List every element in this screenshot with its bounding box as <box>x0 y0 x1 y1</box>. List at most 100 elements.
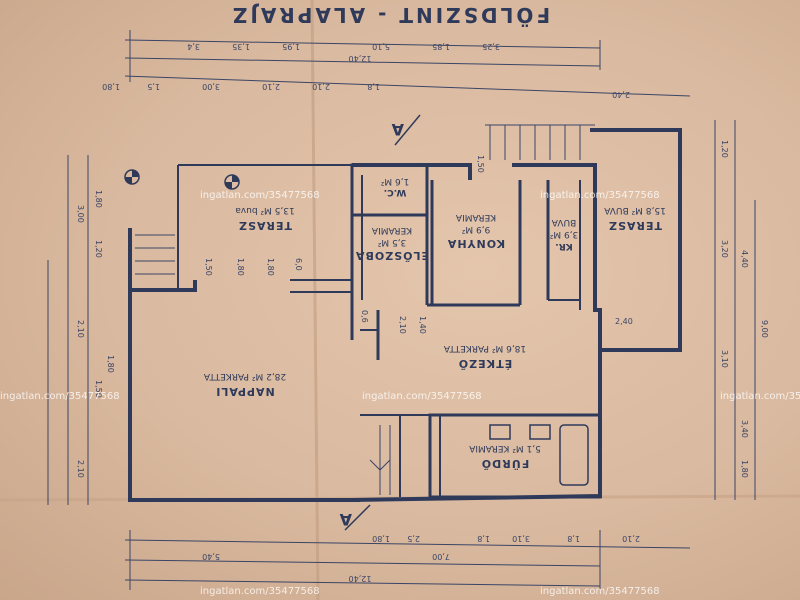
dim-left-3: 2,10 <box>76 320 85 338</box>
dim-inner-0: 1,50 <box>204 258 213 276</box>
room-furdo: FÜRDŐ 5,1 M² KERAMIA <box>468 443 540 471</box>
dim-top-4: 1,85 <box>432 42 450 51</box>
watermark: ingatlan.com/35477568 <box>540 190 660 201</box>
room-area: 3,9 M² <box>549 229 578 239</box>
dim-left-4: 1,50 <box>94 380 103 398</box>
section-label-top: A <box>391 120 404 139</box>
dim-inner-9: 1,80 <box>106 355 115 373</box>
room-area: 9,9 M² <box>461 224 490 234</box>
dim-top-2: 1,95 <box>282 42 300 51</box>
room-area: 15,8 M² BUVA <box>603 205 665 215</box>
dim-bottom-0: 5,40 <box>202 552 220 561</box>
dim-bottom-inner-3: 3,10 <box>512 534 530 543</box>
dim-top-0: 3,4 <box>187 42 200 51</box>
room-name: KONYHA <box>447 237 505 250</box>
dim-inner-2: 1,80 <box>266 258 275 276</box>
room-terasz-left: TERASZ 13,5 M² buva <box>235 205 294 232</box>
room-area: 28,2 M² PARKETTA <box>203 371 286 381</box>
top-dimension-lines <box>124 30 691 97</box>
dim-bottom-inner-2: 1,8 <box>477 534 490 543</box>
room-name: TERASZ <box>608 219 662 232</box>
dim-top-inner-5: 1,8 <box>367 82 380 91</box>
section-label-bottom: A <box>339 510 352 529</box>
dim-left-5: 2,10 <box>76 460 85 478</box>
room-name: ELŐSZOBA <box>355 249 429 263</box>
watermark: ingatlan.com/35477568 <box>540 586 660 597</box>
right-dims: 1,20 4,40 3,20 9,00 3,40 1,80 3,10 <box>720 140 769 478</box>
dim-right-3: 9,00 <box>760 320 769 338</box>
dim-bottom-inner-1: 2,5 <box>407 534 420 543</box>
room-name: NAPPALI <box>215 385 274 398</box>
room-eloszoba: ELŐSZOBA 3,5 M² KERAMIA <box>355 225 429 263</box>
dim-top-3: 5,10 <box>372 42 390 51</box>
dim-right-4: 3,40 <box>740 420 749 438</box>
room-name: TERASZ <box>238 219 292 232</box>
dim-inner-3: 6,0 <box>294 258 303 271</box>
dim-top-1: 1,35 <box>232 42 250 51</box>
dim-top-inner-4: 2,10 <box>312 82 330 91</box>
watermark: ingatlan.com/35477568 <box>720 391 800 402</box>
top-dims: 12,40 3,4 1,35 1,95 5,10 1,85 3,25 1,80 … <box>102 42 630 99</box>
dim-bottom-inner-0: 1,80 <box>372 534 390 543</box>
dim-bottom-inner-4: 1,8 <box>567 534 580 543</box>
plan-title: FÖLDSZINT - ALAPRAJZ <box>230 3 550 27</box>
dim-left-0: 1,80 <box>94 190 103 208</box>
watermark: ingatlan.com/35477568 <box>362 391 482 402</box>
level-marker-icon <box>224 174 240 190</box>
room-wc: W.C. 1,6 M² <box>380 176 409 197</box>
dim-inner-4: 2,10 <box>398 316 407 334</box>
room-floor: BUVA <box>551 217 576 227</box>
room-konyha: KONYHA 9,9 M² KERAMIA <box>447 212 505 250</box>
room-etkezo: ÉTKEZŐ 18,6 M² PARKETTA <box>443 343 526 371</box>
room-area: 13,5 M² buva <box>235 205 294 215</box>
room-area: 3,5 M² <box>377 237 406 247</box>
room-name: ÉTKEZŐ <box>458 357 512 371</box>
room-nappali: NAPPALI 28,2 M² PARKETTA <box>203 371 286 398</box>
dim-top-5: 3,25 <box>482 42 500 51</box>
room-name: FÜRDŐ <box>481 457 529 471</box>
left-dims: 1,80 3,00 1,20 2,10 1,50 2,10 <box>76 190 103 478</box>
dim-top-inner-0: 1,80 <box>102 82 120 91</box>
dim-bottom-inner-5: 2,10 <box>622 534 640 543</box>
dim-inner-6: 2,40 <box>615 317 633 326</box>
dim-left-1: 3,00 <box>76 205 85 223</box>
watermark: ingatlan.com/35477568 <box>200 190 320 201</box>
level-marker-icon <box>124 169 140 185</box>
section-mark-top: A <box>391 114 421 146</box>
dim-left-2: 1,20 <box>94 240 103 258</box>
room-kamra: KR. 3,9 M² BUVA <box>549 217 578 251</box>
dim-right-2: 3,20 <box>720 240 729 258</box>
dim-top-inner-6: 2,40 <box>612 90 630 99</box>
room-area: 18,6 M² PARKETTA <box>443 343 526 353</box>
section-mark-bottom: A <box>339 504 371 531</box>
dim-inner-5: 1,40 <box>418 316 427 334</box>
left-dimension-lines <box>47 155 89 505</box>
stairs <box>135 124 595 495</box>
room-terasz-right: TERASZ 15,8 M² BUVA <box>603 205 665 232</box>
dim-inner-8: 0,6 <box>360 310 369 323</box>
dim-bottom-1: 7,00 <box>432 552 450 561</box>
bottom-dims: 12,40 5,40 7,00 1,80 2,5 1,8 3,10 1,8 2,… <box>202 534 640 583</box>
inner-dims: 1,50 1,80 1,80 6,0 2,10 1,40 2,40 1,50 0… <box>106 155 633 373</box>
room-name: KR. <box>555 241 573 251</box>
room-area: 1,6 M² <box>380 176 409 186</box>
dim-right-0: 1,20 <box>720 140 729 158</box>
room-floor: KERAMIA <box>455 212 496 222</box>
watermark: ingatlan.com/35477568 <box>0 391 120 402</box>
bottom-dimension-lines <box>124 530 691 590</box>
watermark: ingatlan.com/35477568 <box>200 586 320 597</box>
dim-right-6: 3,10 <box>720 350 729 368</box>
room-area: 5,1 M² KERAMIA <box>468 443 540 453</box>
room-name: W.C. <box>384 187 407 197</box>
dim-top-total: 12,40 <box>349 54 372 63</box>
dim-right-5: 1,80 <box>740 460 749 478</box>
dim-right-1: 4,40 <box>740 250 749 268</box>
dim-top-inner-2: 3,00 <box>202 82 220 91</box>
title-group: FÖLDSZINT - ALAPRAJZ <box>230 3 550 27</box>
dim-inner-1: 1,80 <box>236 258 245 276</box>
dim-top-inner-3: 2,10 <box>262 82 280 91</box>
walls <box>128 128 682 502</box>
dim-bottom-total: 12,40 <box>349 574 372 583</box>
